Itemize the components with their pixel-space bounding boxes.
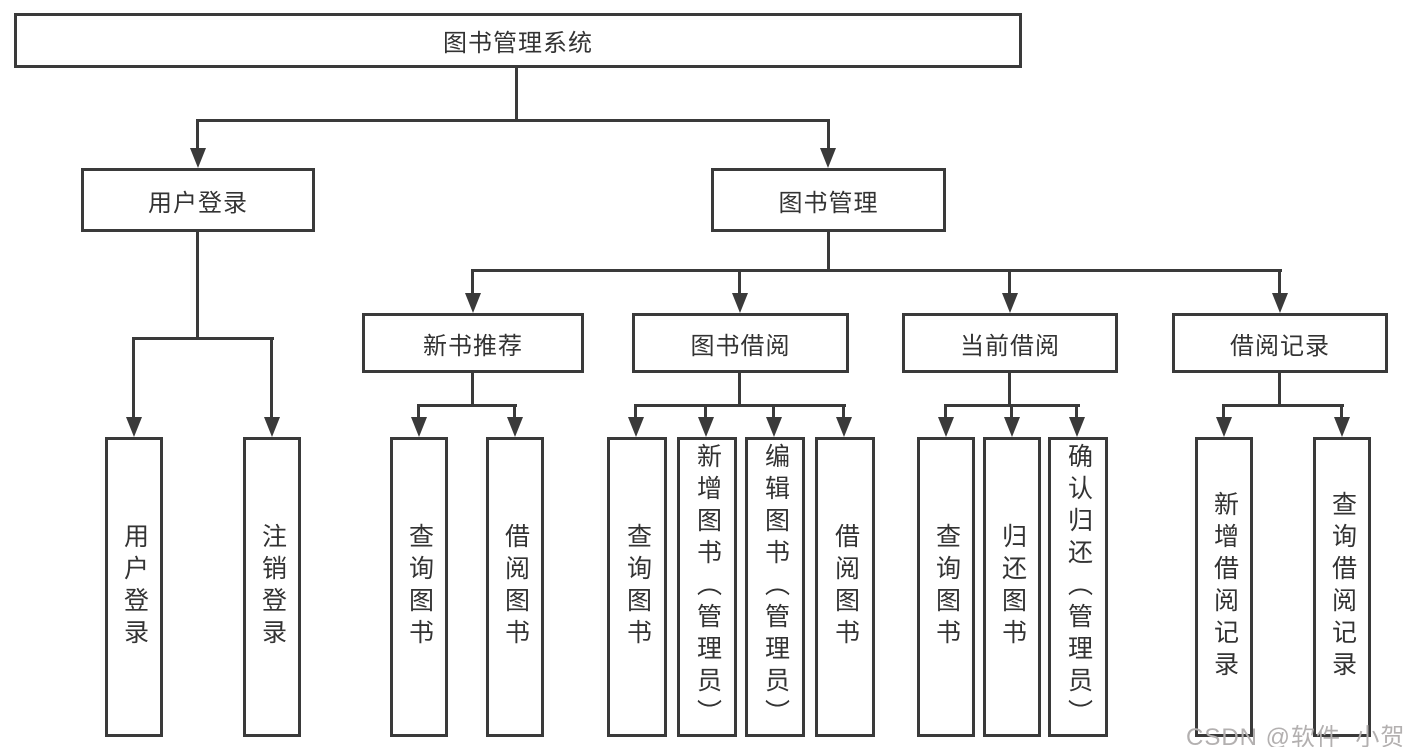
arrowhead-down-icon [836,417,852,437]
connector-stem-current-borrowing [1008,269,1011,296]
node-label: 当前借阅 [960,332,1060,360]
arrowhead-down-icon [411,417,427,437]
node-label: 借阅记录 [1230,332,1330,360]
leaf-label: 借阅图书 [501,523,530,651]
node-user-login: 用户登录 [81,168,315,232]
node-label: 图书借阅 [690,332,791,360]
leaf-add-books-admin: 新增图书（管理员） [677,437,737,737]
arrowhead-down-icon [190,148,206,168]
arrowhead-down-icon [507,417,523,437]
node-current-borrowing: 当前借阅 [902,313,1118,373]
arrowhead-down-icon [766,417,782,437]
leaf-label: 查询借阅记录 [1328,491,1357,683]
leaf-label: 查询图书 [623,523,652,651]
leaf-confirm-return-admin: 确认归还（管理员） [1048,437,1108,737]
leaf-label: 归还图书 [998,523,1027,651]
node-label: 图书管理 [778,189,879,217]
connector-user-login-drop [196,232,199,340]
leaf-query-books-current: 查询图书 [917,437,975,737]
connector-stem-leaf-user-login [132,337,135,421]
arrowhead-down-icon [820,148,836,168]
connector-root-drop [515,68,518,122]
connector-stem-book-management [827,119,830,151]
arrowhead-down-icon [264,417,280,437]
connector-borrowing-records-hbar [1222,404,1344,407]
connector-book-borrowing-hbar [634,404,846,407]
arrowhead-down-icon [1002,293,1018,313]
connector-root-hbar [196,119,830,122]
connector-stem-new-book [471,269,474,296]
connector-stem-leaf [634,404,637,420]
connector-stem-leaf [842,404,845,420]
leaf-logout: 注销登录 [243,437,301,737]
node-borrowing-records: 借阅记录 [1172,313,1388,373]
connector-stem-leaf [1340,404,1343,420]
node-new-book-recommendation: 新书推荐 [362,313,584,373]
leaf-add-borrow-record: 新增借阅记录 [1195,437,1253,737]
leaf-borrow-books-recommend: 借阅图书 [486,437,544,737]
leaf-label: 新增借阅记录 [1210,491,1239,683]
arrowhead-down-icon [1334,417,1350,437]
node-label: 新书推荐 [423,332,523,360]
connector-new-book-hbar [417,404,517,407]
arrowhead-down-icon [698,417,714,437]
connector-user-login-hbar [132,337,274,340]
leaf-label: 查询图书 [405,523,434,651]
leaf-query-books-recommend: 查询图书 [390,437,448,737]
arrowhead-down-icon [628,417,644,437]
connector-stem-leaf [1222,404,1225,420]
arrowhead-down-icon [465,293,481,313]
connector-stem-leaf [772,404,775,420]
arrowhead-down-icon [1069,417,1085,437]
arrowhead-down-icon [126,417,142,437]
leaf-query-borrow-record: 查询借阅记录 [1313,437,1371,737]
csdn-watermark: CSDN @软件_小贺同学 [1186,724,1405,747]
connector-stem-borrowing-records [1278,269,1281,296]
connector-current-borrowing-drop [1008,373,1011,407]
connector-borrowing-records-drop [1278,373,1281,407]
node-label: 图书管理系统 [443,30,593,57]
connector-stem-leaf [1010,404,1013,420]
node-root-library-management-system: 图书管理系统 [14,13,1022,68]
connector-stem-leaf [417,404,420,420]
connector-book-management-drop [827,232,830,272]
arrowhead-down-icon [1272,293,1288,313]
leaf-label: 新增图书（管理员） [693,443,722,731]
leaf-label: 借阅图书 [831,523,860,651]
connector-book-borrowing-drop [738,373,741,407]
arrowhead-down-icon [1216,417,1232,437]
leaf-label: 查询图书 [932,523,961,651]
connector-stem-leaf [1075,404,1078,420]
connector-stem-user-login [196,119,199,151]
leaf-label: 编辑图书（管理员） [761,443,790,731]
node-book-borrowing: 图书借阅 [632,313,849,373]
node-book-management: 图书管理 [711,168,946,232]
connector-stem-leaf [944,404,947,420]
leaf-borrow-books-borrowing: 借阅图书 [815,437,875,737]
arrowhead-down-icon [938,417,954,437]
arrowhead-down-icon [1004,417,1020,437]
connector-stem-leaf-logout [270,337,273,421]
arrowhead-down-icon [732,293,748,313]
leaf-edit-books-admin: 编辑图书（管理员） [745,437,805,737]
connector-stem-book-borrowing [738,269,741,296]
connector-new-book-drop [471,373,474,407]
leaf-return-books: 归还图书 [983,437,1041,737]
connector-stem-leaf [704,404,707,420]
leaf-label: 用户登录 [120,523,149,651]
leaf-user-login: 用户登录 [105,437,163,737]
leaf-label: 注销登录 [258,523,287,651]
connector-book-management-hbar [471,269,1282,272]
leaf-label: 确认归还（管理员） [1064,443,1093,731]
node-label: 用户登录 [148,189,248,217]
connector-stem-leaf [513,404,516,420]
leaf-query-books-borrowing: 查询图书 [607,437,667,737]
